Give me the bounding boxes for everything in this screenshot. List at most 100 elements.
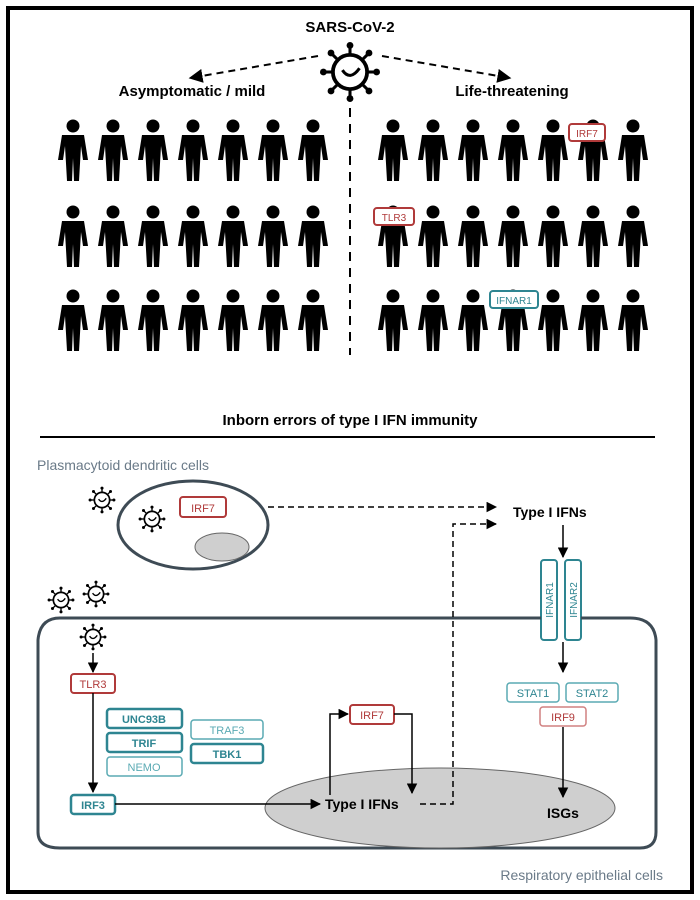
person-icon [618, 119, 648, 181]
person-icon [298, 205, 328, 267]
svg-text:IRF3: IRF3 [81, 800, 105, 812]
svg-text:IFNAR2: IFNAR2 [569, 582, 580, 618]
person-icon [58, 119, 88, 181]
person-icon [58, 289, 88, 351]
svg-text:IRF7: IRF7 [576, 129, 598, 140]
stat1-box: STAT1 [506, 682, 560, 703]
person-icon [418, 119, 448, 181]
person-icon [458, 205, 488, 267]
svg-text:IRF7: IRF7 [191, 503, 215, 515]
pdc-cell [116, 479, 270, 571]
ifnar1-mutation-tag: IFNAR1 [489, 290, 539, 309]
svg-text:TLR3: TLR3 [382, 213, 407, 224]
person-icon [498, 119, 528, 181]
person-icon [418, 205, 448, 267]
person-icon [98, 289, 128, 351]
person-icon [58, 205, 88, 267]
severe-group-label: Life-threatening [455, 83, 568, 100]
person-icon [218, 289, 248, 351]
epithelial-label: Respiratory epithelial cells [500, 867, 663, 883]
virus-label: SARS-CoV-2 [305, 19, 394, 36]
svg-text:IFNAR1: IFNAR1 [545, 582, 556, 618]
arrow-to-mild [188, 55, 319, 83]
person-icon [298, 289, 328, 351]
person-icon [138, 289, 168, 351]
person-icon [498, 205, 528, 267]
svg-text:TBK1: TBK1 [213, 749, 242, 761]
svg-text:STAT2: STAT2 [576, 688, 609, 700]
virus-icon [78, 622, 108, 652]
pdc-label: Plasmacytoid dendritic cells [37, 457, 209, 473]
virus-icon [87, 485, 117, 515]
person-icon [178, 289, 208, 351]
person-icon [138, 205, 168, 267]
svg-text:TRAF3: TRAF3 [210, 725, 245, 737]
virus-icon [46, 585, 76, 615]
person-icon [98, 119, 128, 181]
person-icon [258, 289, 288, 351]
trif-box: TRIF [105, 731, 184, 754]
person-icon [458, 289, 488, 351]
tbk1-box: TBK1 [189, 742, 265, 765]
stat2-box: STAT2 [565, 682, 619, 703]
person-icon [298, 119, 328, 181]
virus-icon [81, 579, 111, 609]
ifnar1-receptor: IFNAR1 [540, 559, 558, 641]
svg-text:UNC93B: UNC93B [122, 714, 166, 726]
person-icon [218, 205, 248, 267]
svg-text:IRF9: IRF9 [551, 712, 575, 724]
person-icon [138, 119, 168, 181]
epithelial-irf7-box: IRF7 [349, 704, 395, 725]
person-icon [218, 119, 248, 181]
person-icon [578, 205, 608, 267]
traf3-box: TRAF3 [190, 719, 264, 740]
person-icon [618, 205, 648, 267]
person-icon [178, 205, 208, 267]
person-icon [458, 119, 488, 181]
svg-text:TRIF: TRIF [132, 738, 157, 750]
epithelial-cell [36, 616, 658, 850]
svg-text:NEMO: NEMO [128, 762, 161, 774]
person-icon [538, 205, 568, 267]
person-icon [618, 289, 648, 351]
pdc-nucleus [194, 532, 250, 562]
ifn-secretion-arrow [420, 518, 498, 805]
irf7-to-ifn-arrow [394, 713, 418, 795]
person-icon [258, 205, 288, 267]
mild-group-people [58, 119, 328, 351]
person-icon [578, 289, 608, 351]
irf9-box: IRF9 [539, 706, 587, 727]
unc93b-box: UNC93B [105, 707, 184, 730]
irf3-box: IRF3 [69, 793, 117, 816]
svg-text:STAT1: STAT1 [517, 688, 550, 700]
nemo-box: NEMO [106, 756, 183, 777]
person-icon [538, 119, 568, 181]
tlr3-box: TLR3 [70, 673, 116, 694]
ifn-to-irf7-arrow [329, 708, 350, 795]
person-icon [98, 205, 128, 267]
ifnar2-receptor: IFNAR2 [564, 559, 582, 641]
person-icon [378, 289, 408, 351]
severe-group-people [378, 119, 648, 351]
svg-text:TLR3: TLR3 [80, 679, 107, 691]
person-icon [258, 119, 288, 181]
isgs-label: ISGs [547, 805, 579, 821]
person-icon [378, 119, 408, 181]
epithelial-nucleus [264, 767, 616, 849]
section-title: Inborn errors of type I IFN immunity [222, 412, 478, 429]
type1-ifns-label: Type I IFNs [513, 504, 587, 520]
person-icon [418, 289, 448, 351]
pdc-irf7-box: IRF7 [179, 496, 227, 518]
epithelial-type1-ifns: Type I IFNs [325, 796, 399, 812]
svg-text:IFNAR1: IFNAR1 [496, 296, 532, 307]
sars-cov-2-virus-icon [318, 40, 382, 104]
arrow-to-severe [381, 55, 512, 83]
person-icon [538, 289, 568, 351]
virus-icon [137, 504, 167, 534]
mild-group-label: Asymptomatic / mild [119, 83, 266, 100]
irf7-mutation-tag: IRF7 [568, 123, 606, 142]
person-icon [178, 119, 208, 181]
svg-text:IRF7: IRF7 [360, 710, 384, 722]
tlr3-mutation-tag: TLR3 [373, 207, 415, 226]
